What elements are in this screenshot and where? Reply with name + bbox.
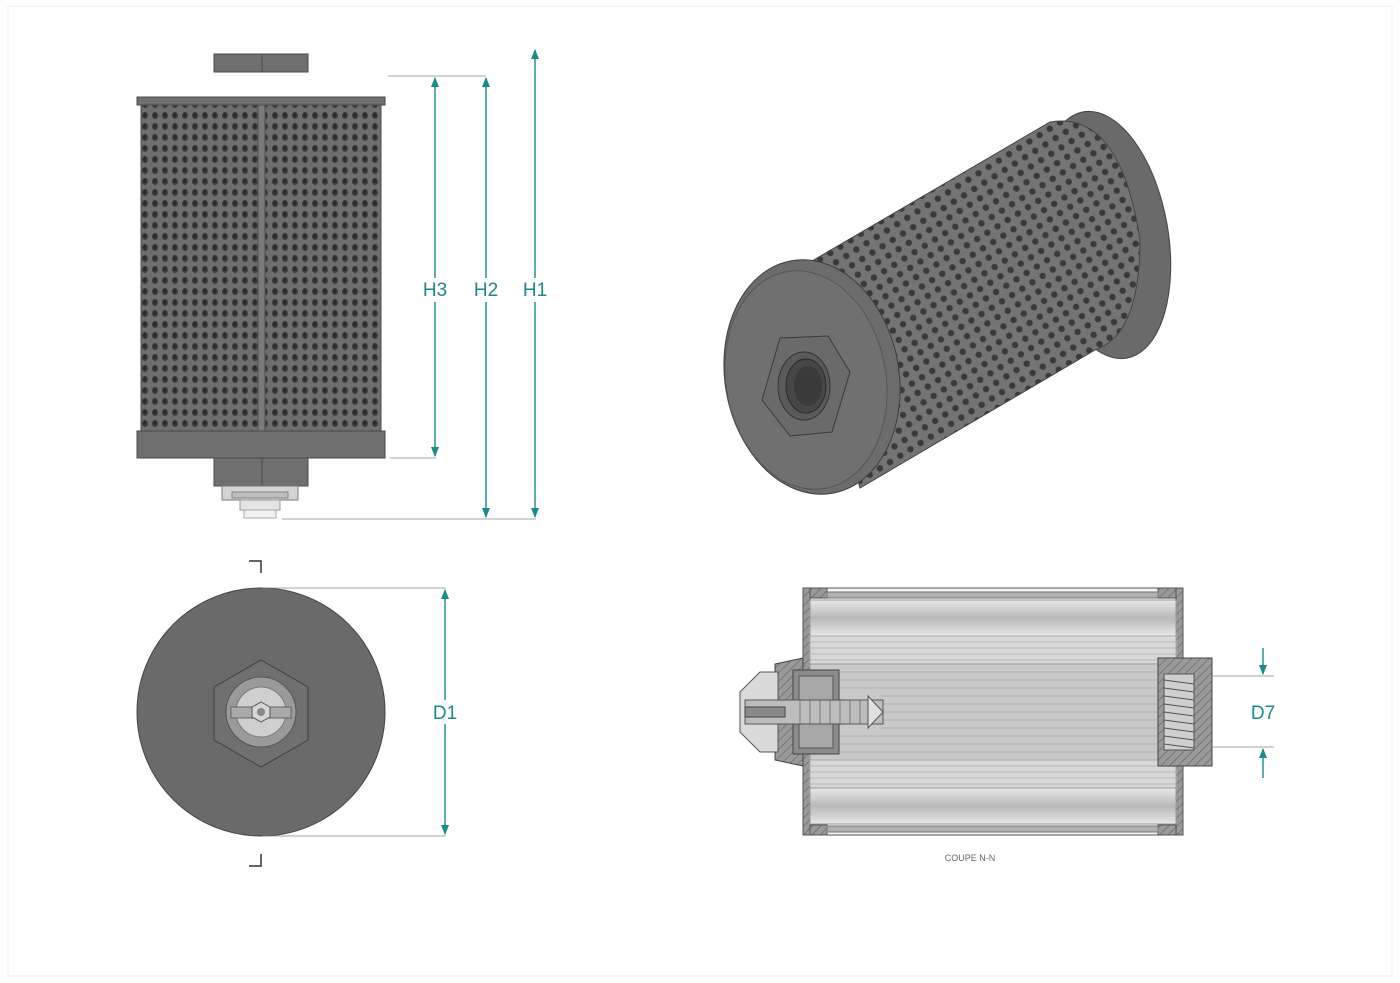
dimension-label-d7: D7 bbox=[1251, 703, 1275, 724]
drawing-frame bbox=[7, 5, 1393, 977]
top-nut bbox=[213, 53, 309, 73]
isometric-view bbox=[723, 110, 1172, 495]
bottom-end-cap bbox=[136, 430, 386, 459]
dimension-d1: D1 bbox=[433, 589, 457, 835]
dimension-h1: H1 bbox=[523, 49, 547, 518]
section-marker-bottom bbox=[249, 854, 262, 867]
extension-lines-d1 bbox=[262, 587, 446, 837]
section-caption: COUPE N-N bbox=[945, 853, 996, 863]
extension-lines-front bbox=[282, 75, 536, 520]
dimension-h3: H3 bbox=[423, 77, 447, 457]
mesh-seam bbox=[257, 104, 266, 432]
top-view bbox=[136, 560, 386, 867]
dimension-label-h1: H1 bbox=[523, 280, 547, 301]
extension-lines-d7 bbox=[1212, 675, 1274, 748]
dimension-label-d1: D1 bbox=[433, 703, 457, 724]
section-view: COUPE N-N bbox=[739, 587, 1213, 863]
dimension-d7: D7 bbox=[1251, 648, 1275, 778]
section-thread bbox=[1163, 673, 1195, 751]
top-end-cap bbox=[136, 96, 386, 106]
bottom-hex-nut bbox=[213, 457, 309, 487]
section-marker-top bbox=[249, 560, 262, 573]
dimension-label-h3: H3 bbox=[423, 280, 447, 301]
dimension-label-h2: H2 bbox=[474, 280, 498, 301]
front-elevation-view bbox=[136, 53, 386, 519]
dimension-h2: H2 bbox=[474, 77, 498, 518]
